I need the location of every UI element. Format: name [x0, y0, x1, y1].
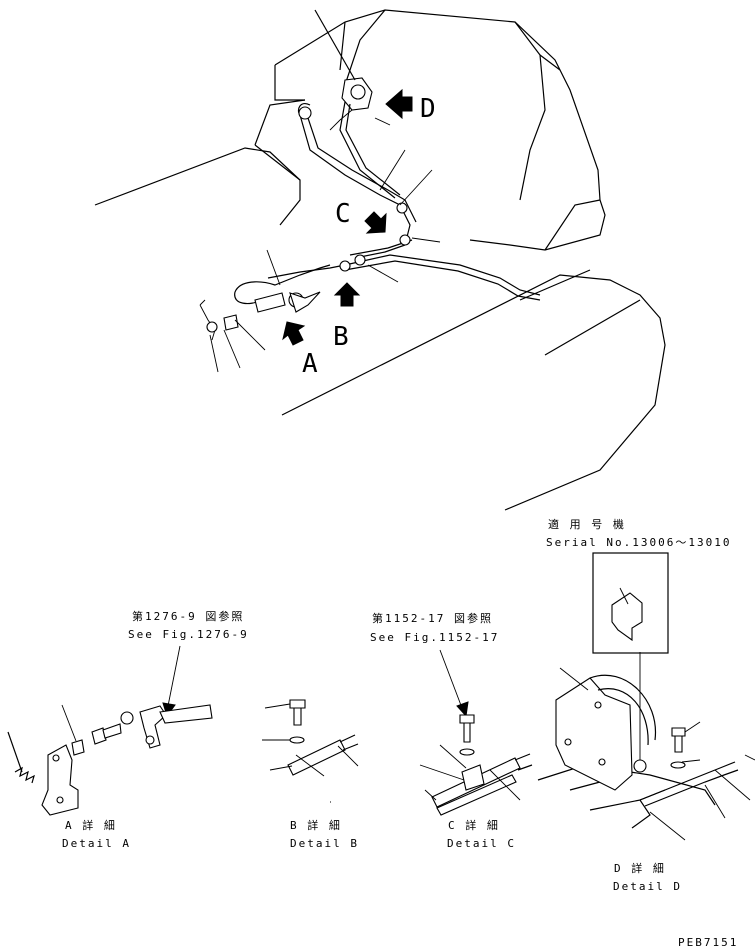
detail-a-title-en: Detail A	[62, 837, 131, 850]
detail-d-drawing	[537, 552, 755, 841]
serial-inset-box	[592, 552, 669, 654]
ref-label-1152-jp: 第1152-17 図参照	[372, 611, 493, 625]
view-label-a: A	[302, 349, 318, 379]
view-label-c: C	[335, 199, 351, 229]
left-deck-outline	[94, 147, 301, 226]
detail-b-title-jp: B 詳 細	[290, 818, 342, 832]
main-assembly-view: D C B A	[94, 9, 666, 511]
detail-d-title-en: Detail D	[613, 880, 682, 893]
lower-body-outline	[281, 274, 666, 511]
view-label-b: B	[333, 322, 349, 352]
view-arrow-d	[385, 88, 413, 120]
detail-c-drawing	[419, 649, 533, 816]
view-arrow-c	[364, 211, 387, 234]
leader-lines-main	[209, 117, 441, 373]
detail-c-title-jp: C 詳 細	[448, 818, 500, 832]
view-arrow-a	[282, 321, 306, 346]
switch-assembly	[314, 9, 373, 131]
drawing-code: PEB7151	[678, 936, 738, 949]
ref-arrow-1276	[167, 645, 181, 707]
detail-c-title-en: Detail C	[447, 837, 516, 850]
detail-b-title-en: Detail B	[290, 837, 359, 850]
ref-label-1276-jp: 第1276-9 図参照	[132, 609, 244, 623]
serial-note-en: Serial No.13006～13010	[546, 536, 731, 549]
view-arrow-b	[333, 282, 361, 307]
cable-harness	[234, 101, 541, 305]
ref-label-1152-en: See Fig.1152-17	[370, 631, 499, 644]
detail-a-title-jp: A 詳 細	[65, 818, 117, 832]
lever-assembly-main	[199, 291, 321, 341]
view-label-d: D	[420, 94, 436, 124]
ref-label-1276-en: See Fig.1276-9	[128, 628, 249, 641]
detail-d-title-jp: D 詳 細	[614, 861, 666, 875]
detail-a-drawing	[7, 645, 213, 816]
detail-b-drawing	[262, 699, 359, 803]
upper-body-outline	[274, 9, 606, 251]
serial-note-jp: 適 用 号 機	[548, 517, 626, 531]
ref-arrow-1152	[439, 649, 463, 709]
